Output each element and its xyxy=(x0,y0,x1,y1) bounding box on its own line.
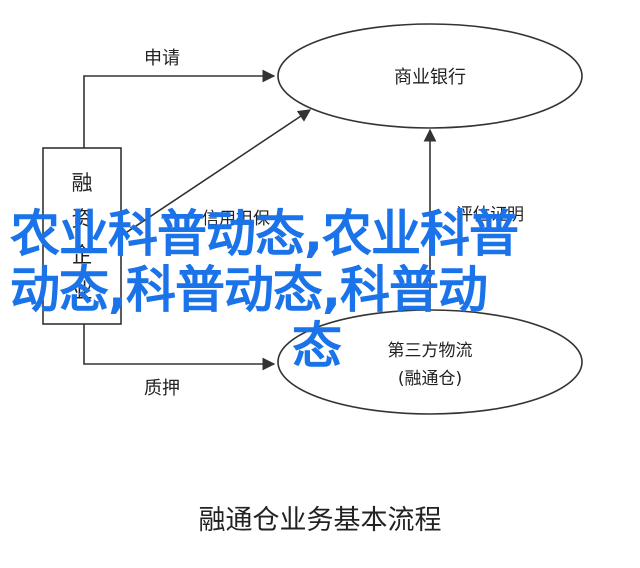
overlay-headline-line-3: 态 xyxy=(292,317,342,375)
pledge-label: 质押 xyxy=(144,378,180,399)
pledge-arrow xyxy=(83,324,276,371)
credit-guarantee-label: 信用担保 xyxy=(202,209,270,229)
logistics-label-line1: 第三方物流 xyxy=(388,341,473,361)
bank-label: 商业银行 xyxy=(394,67,466,88)
apply-arrow xyxy=(83,69,276,148)
overlay-headline-line-1: 农业科普动态,农业科普 xyxy=(10,205,519,263)
overlay-headline-line-2: 动态,科普动态,科普动 xyxy=(10,261,488,319)
apply-label: 申请 xyxy=(144,48,180,69)
evaluation-proof-label: 评估证明 xyxy=(456,205,524,225)
logistics-label-line2: (融通仓) xyxy=(398,369,462,389)
applicant-box xyxy=(42,147,122,325)
bank-node xyxy=(277,23,583,129)
credit-guarantee-arrow xyxy=(120,109,312,237)
applicant-label: 融资企业 xyxy=(72,171,93,303)
diagram-caption: 融通仓业务基本流程 xyxy=(198,505,442,536)
